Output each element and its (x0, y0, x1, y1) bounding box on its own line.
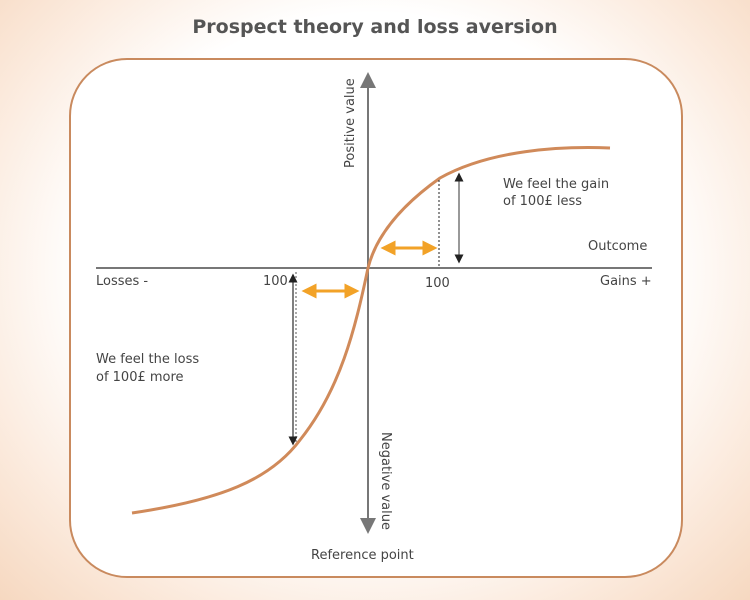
losses-label: Losses - (96, 274, 149, 289)
loss-note-line1: We feel the loss (96, 352, 200, 367)
gain-note-line1: We feel the gain (503, 177, 610, 192)
outcome-label: Outcome (588, 239, 648, 254)
negative-value-label: Negative value (378, 432, 393, 530)
diagram-title: Prospect theory and loss aversion (192, 16, 558, 38)
diagram-frame (69, 58, 683, 578)
positive-value-label: Positive value (343, 78, 358, 168)
value-curve (131, 146, 611, 515)
loss-tick-label: 100 (263, 274, 288, 289)
loss-note-line2: of 100£ more (96, 370, 184, 385)
reference-point-label: Reference point (311, 548, 414, 563)
gain-note-line2: of 100£ less (503, 194, 583, 209)
gains-label: Gains + (600, 274, 652, 289)
gain-tick-label: 100 (425, 276, 450, 291)
